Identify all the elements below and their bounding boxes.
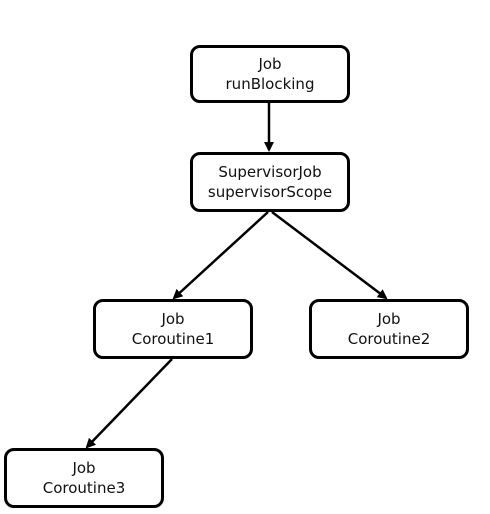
node-coroutine3-label: Coroutine3: [42, 479, 126, 497]
node-supervisor-type: SupervisorJob: [218, 163, 322, 181]
node-root-label: runBlocking: [225, 75, 315, 93]
node-coroutine3: Job Coroutine3: [4, 448, 164, 508]
edge-coroutine1-to-coroutine3: [85, 358, 173, 449]
node-coroutine1-type: Job: [161, 310, 185, 328]
node-coroutine2: Job Coroutine2: [309, 299, 469, 359]
edge-supervisor-to-coroutine1: [172, 211, 269, 300]
node-supervisor-label: supervisorScope: [207, 183, 333, 201]
node-coroutine1-label: Coroutine1: [131, 330, 215, 348]
node-coroutine3-type: Job: [72, 459, 96, 477]
edge-supervisor-to-coroutine2: [271, 211, 388, 300]
node-coroutine1: Job Coroutine1: [93, 299, 253, 359]
node-root-runblocking: Job runBlocking: [190, 45, 350, 103]
node-coroutine2-label: Coroutine2: [347, 330, 431, 348]
node-root-type: Job: [258, 55, 282, 73]
node-supervisor-scope: SupervisorJob supervisorScope: [190, 152, 350, 212]
node-coroutine2-type: Job: [377, 310, 401, 328]
